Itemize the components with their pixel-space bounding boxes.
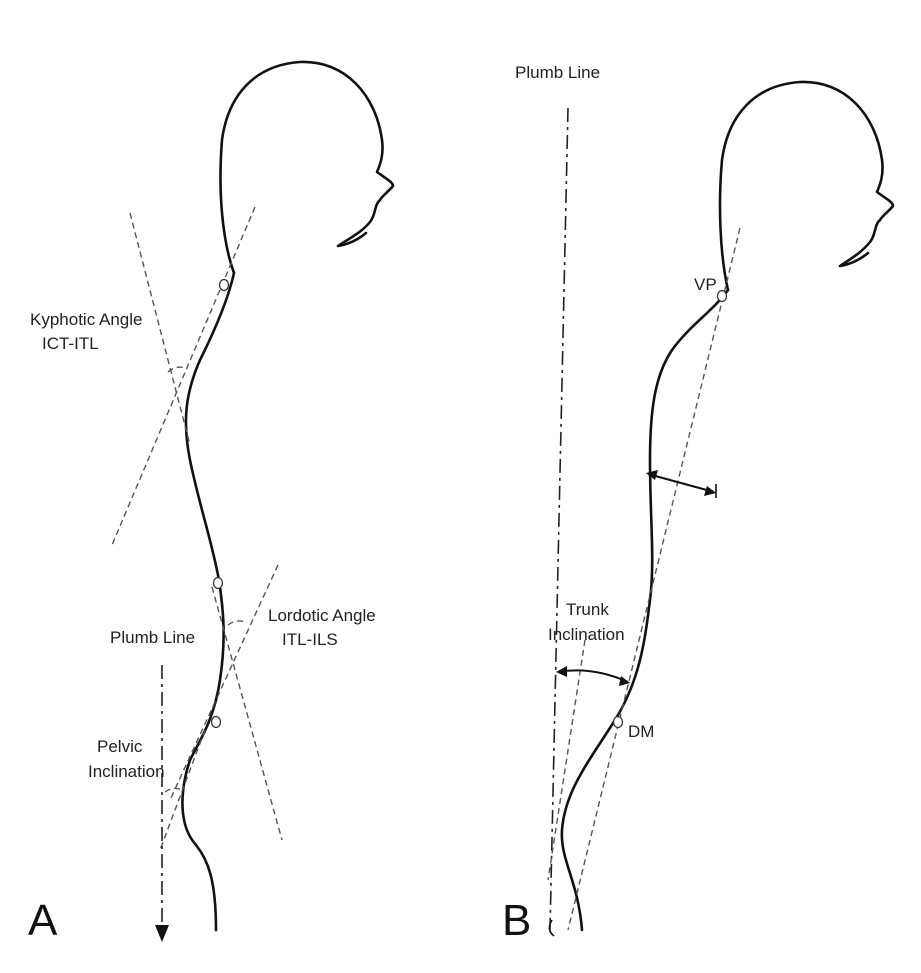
panel-b-apex-arrow [648,474,714,492]
panel-a-lordotic-angle-arc [228,621,247,625]
dm-label: DM [628,722,654,741]
panel-b-plumb-line-label: Plumb Line [515,63,600,82]
panel-a-kyphotic-line-lower [112,207,255,545]
panel-b-plumb-hook [549,920,554,936]
lordotic-angle-label: Lordotic Angle [268,606,376,625]
vp-label: VP [694,275,717,294]
panel-a-kyphotic-line-upper [130,213,190,445]
panel-b-dm-landmark [614,717,623,728]
pelvic-inclination-label: Pelvic [97,737,143,756]
panel-a-pelvic-angle-arc [165,788,182,792]
panel-a-landmark-middle [214,578,223,589]
pelvic-inclination-sublabel: Inclination [88,762,165,781]
trunk-inclination-label: Trunk [566,600,609,619]
panel-a-plumb-line-label: Plumb Line [110,628,195,647]
panel-a-back-outline [182,273,234,930]
panel-b-trunk-arrowhead-left [556,666,567,677]
panel-a-landmark-upper [220,280,229,291]
kyphotic-angle-label: Kyphotic Angle [30,310,142,329]
panel-b-apex-arrowhead-left [646,470,658,480]
panel-b-apex-arrowhead-right [704,486,716,496]
panel-a: Kyphotic Angle ICT-ITL Lordotic Angle IT… [28,62,393,945]
panel-b: Plumb Line VP Trunk Inclination DM B [502,63,893,945]
panel-b-trunk-line [568,228,740,930]
panel-b-vp-landmark [718,291,727,302]
panel-a-letter: A [28,896,58,945]
lordotic-angle-sublabel: ITL-ILS [282,630,338,649]
panel-b-trunk-arrowhead-right [619,676,630,686]
panel-b-head-outline [720,82,893,290]
panel-a-pelvic-line [160,730,205,850]
panel-a-landmark-lower [212,717,221,728]
panel-a-plumb-bob-icon [155,925,169,942]
panel-b-letter: B [502,896,531,945]
kyphotic-angle-sublabel: ICT-ITL [42,334,99,353]
panel-b-trunk-inclination-arc [558,670,628,682]
panel-a-head-outline [221,62,394,273]
trunk-inclination-sublabel: Inclination [548,625,625,644]
